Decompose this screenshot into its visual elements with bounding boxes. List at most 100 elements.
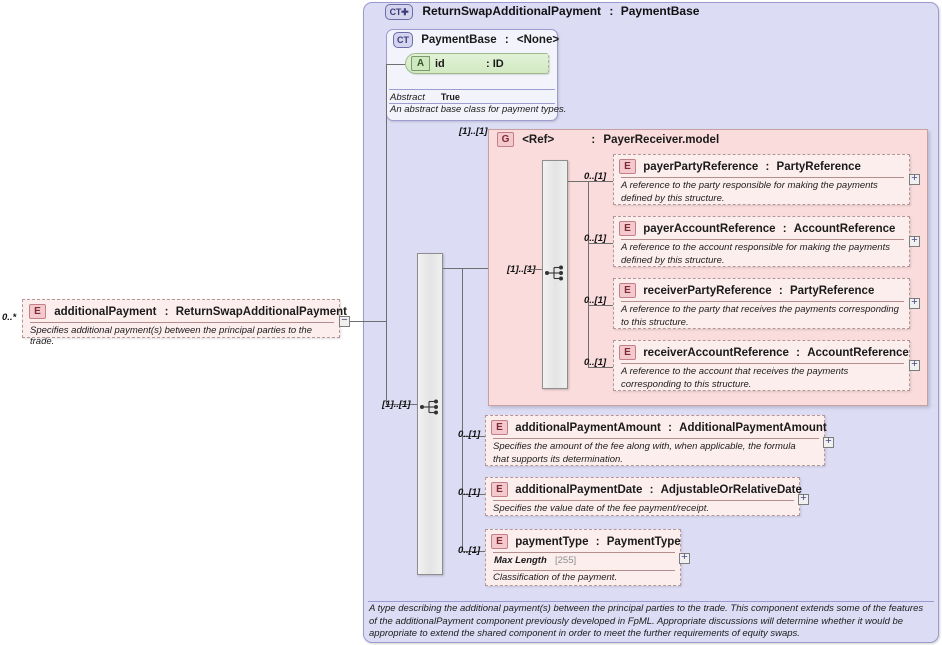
element-name: paymentType bbox=[515, 535, 589, 548]
divider bbox=[368, 601, 934, 602]
divider bbox=[493, 570, 675, 571]
outer-sequence-cardinality: [1]..[1] bbox=[382, 399, 411, 410]
element-separator: : bbox=[595, 535, 600, 548]
sequence-compositor-icon bbox=[420, 399, 438, 415]
sequence-compositor-icon bbox=[545, 265, 563, 281]
facet-value: True bbox=[440, 92, 460, 102]
root-element-cardinality: 0..* bbox=[2, 312, 17, 323]
attribute-type: : ID bbox=[486, 58, 504, 70]
collapse-toggle-additionalPayment[interactable]: − bbox=[339, 315, 350, 327]
complextype-icon[interactable]: CT bbox=[393, 32, 413, 48]
expand-toggle-payerAccountReference[interactable]: + bbox=[909, 235, 920, 247]
element-type: PartyReference bbox=[789, 284, 875, 297]
element-box-paymentType[interactable]: E paymentType : PaymentType Max Length [… bbox=[485, 529, 681, 586]
element-box-additionalPayment[interactable]: E additionalPayment : ReturnSwapAddition… bbox=[22, 299, 347, 347]
divider bbox=[621, 363, 904, 364]
complextype-base: PaymentBase bbox=[620, 4, 700, 19]
element-cardinality: 0..[1] bbox=[458, 487, 481, 498]
element-box-additionalPaymentAmount[interactable]: E additionalPaymentAmount : AdditionalPa… bbox=[485, 415, 827, 466]
divider bbox=[493, 552, 675, 553]
element-header: E receiverAccountReference : AccountRefe… bbox=[619, 345, 909, 360]
group-ref-title: G <Ref> : PayerReceiver.model bbox=[497, 132, 719, 147]
element-box-additionalPaymentDate[interactable]: E additionalPaymentDate : AdjustableOrRe… bbox=[485, 477, 802, 516]
element-documentation: A reference to the account that receives… bbox=[621, 366, 849, 390]
element-separator: : bbox=[796, 346, 800, 359]
element-name: payerAccountReference bbox=[643, 222, 776, 235]
element-name: additionalPaymentAmount bbox=[515, 421, 661, 434]
complextype-name: ReturnSwapAdditionalPayment bbox=[422, 4, 602, 19]
element-box-payerAccountReference[interactable]: E payerAccountReference : AccountReferen… bbox=[613, 216, 910, 267]
element-type: ReturnSwapAdditionalPayment bbox=[175, 305, 347, 318]
element-header: E additionalPayment : ReturnSwapAddition… bbox=[29, 304, 347, 319]
base-type-facet: Abstract True bbox=[390, 91, 554, 103]
connector-line bbox=[386, 64, 387, 404]
base-type-documentation: An abstract base class for payment types… bbox=[390, 104, 567, 115]
connector-line bbox=[588, 243, 615, 244]
element-cardinality: 0..[1] bbox=[584, 357, 607, 368]
element-name: payerPartyReference bbox=[643, 160, 759, 173]
divider bbox=[493, 438, 819, 439]
expand-toggle-receiverAccountReference[interactable]: + bbox=[909, 359, 920, 371]
base-type-title: CT PaymentBase : <None> bbox=[393, 32, 559, 48]
element-separator: : bbox=[778, 284, 783, 297]
element-separator: : bbox=[668, 421, 672, 434]
element-type: AdditionalPaymentAmount bbox=[679, 421, 827, 434]
connector-line bbox=[462, 494, 486, 495]
expand-toggle-additionalPaymentAmount[interactable]: + bbox=[823, 436, 834, 448]
element-separator: : bbox=[649, 483, 654, 496]
element-icon: E bbox=[29, 304, 46, 319]
inner-sequence-cardinality: [1]..[1] bbox=[507, 264, 536, 275]
connector-line bbox=[462, 551, 486, 552]
complextype-expanded-icon[interactable]: CT✚ bbox=[385, 4, 413, 20]
element-box-receiverAccountReference[interactable]: E receiverAccountReference : AccountRefe… bbox=[613, 340, 910, 391]
element-documentation: Specifies additional payment(s) between … bbox=[30, 325, 312, 347]
expand-toggle-payerPartyReference[interactable]: + bbox=[909, 173, 920, 185]
element-documentation: Specifies the value date of the fee paym… bbox=[493, 503, 709, 514]
type-documentation: A type describing the additional payment… bbox=[369, 603, 924, 639]
element-documentation: A reference to the party that receives t… bbox=[621, 304, 899, 328]
element-icon: E bbox=[619, 283, 636, 298]
element-name: receiverAccountReference bbox=[643, 346, 789, 359]
connector-line bbox=[527, 269, 542, 270]
element-header: E payerPartyReference : PartyReference bbox=[619, 159, 861, 174]
element-name: additionalPayment bbox=[54, 305, 157, 318]
divider bbox=[389, 103, 555, 104]
element-box-receiverPartyReference[interactable]: E receiverPartyReference : PartyReferenc… bbox=[613, 278, 910, 329]
connector-line bbox=[350, 321, 386, 322]
element-cardinality: 0..[1] bbox=[584, 171, 607, 182]
connector-line bbox=[588, 181, 615, 182]
element-box-payerPartyReference[interactable]: E payerPartyReference : PartyReference A… bbox=[613, 154, 910, 205]
group-ref-cardinality: [1]..[1] bbox=[459, 126, 488, 137]
connector-line bbox=[462, 268, 488, 269]
element-documentation: A reference to the account responsible f… bbox=[621, 242, 890, 266]
connector-line bbox=[588, 367, 615, 368]
attribute-box-id[interactable]: A id : ID bbox=[405, 53, 549, 74]
connector-line bbox=[462, 268, 463, 551]
element-type: PartyReference bbox=[776, 160, 861, 173]
group-ref-name: <Ref> bbox=[522, 133, 555, 146]
divider bbox=[621, 239, 904, 240]
base-type-separator: : bbox=[504, 34, 509, 47]
base-type-type: <None> bbox=[516, 34, 560, 47]
element-separator: : bbox=[782, 222, 787, 235]
connector-line bbox=[443, 268, 462, 269]
expand-toggle-receiverPartyReference[interactable]: + bbox=[909, 297, 920, 309]
expand-toggle-paymentType[interactable]: + bbox=[679, 552, 690, 564]
element-documentation: Specifies the amount of the fee along wi… bbox=[493, 441, 796, 465]
sequence-compositor-outer[interactable] bbox=[417, 253, 443, 575]
element-header: E paymentType : PaymentType bbox=[491, 534, 681, 549]
element-icon: E bbox=[619, 159, 636, 174]
connector-line bbox=[588, 305, 615, 306]
connector-line bbox=[386, 404, 417, 405]
divider bbox=[493, 500, 794, 501]
connector-line bbox=[386, 64, 405, 65]
divider bbox=[30, 322, 334, 323]
expand-toggle-additionalPaymentDate[interactable]: + bbox=[798, 493, 809, 505]
element-separator: : bbox=[765, 160, 770, 173]
group-ref-type: PayerReceiver.model bbox=[603, 133, 720, 146]
element-icon: E bbox=[491, 420, 508, 435]
element-icon: E bbox=[491, 482, 508, 497]
group-reference-icon[interactable]: G bbox=[497, 132, 514, 147]
element-header: E additionalPaymentAmount : AdditionalPa… bbox=[491, 420, 827, 435]
facet-value: [255] bbox=[555, 555, 577, 566]
